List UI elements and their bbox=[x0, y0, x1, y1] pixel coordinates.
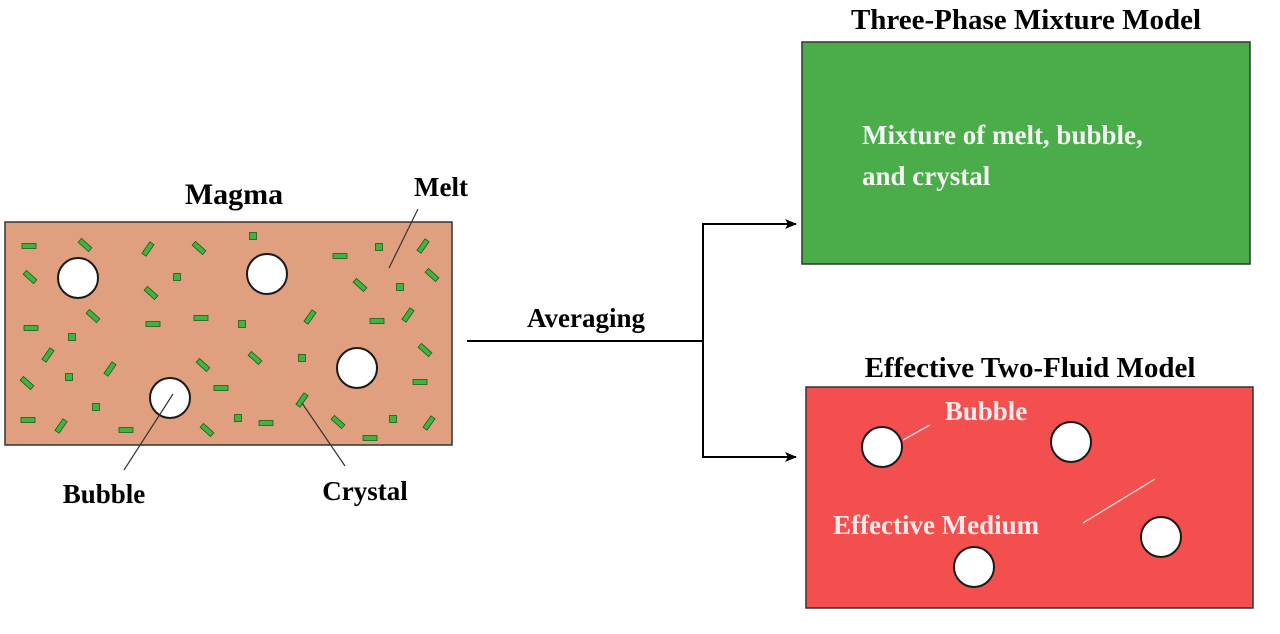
crystal bbox=[191, 240, 207, 256]
two-fluid-title: Effective Two-Fluid Model bbox=[865, 352, 1196, 384]
crystal bbox=[193, 315, 209, 321]
three-phase-box bbox=[801, 41, 1251, 265]
crystal bbox=[195, 357, 211, 373]
bubble bbox=[57, 257, 99, 299]
crystal bbox=[396, 283, 404, 291]
crystal bbox=[352, 277, 368, 293]
two-fluid-bubble-leader bbox=[902, 424, 931, 441]
crystal bbox=[85, 308, 101, 324]
crystal bbox=[141, 241, 155, 257]
crystal bbox=[143, 285, 159, 301]
crystal bbox=[65, 373, 73, 381]
crystal bbox=[213, 385, 229, 391]
crystal bbox=[330, 414, 346, 430]
crystal bbox=[20, 417, 36, 423]
crystals bbox=[19, 232, 440, 441]
bubble bbox=[861, 426, 903, 468]
crystal bbox=[41, 347, 55, 363]
crystal bbox=[389, 415, 397, 423]
crystal bbox=[21, 243, 37, 249]
crystal bbox=[249, 232, 257, 240]
crystal bbox=[422, 415, 436, 431]
crystal bbox=[238, 320, 246, 328]
crystal bbox=[303, 309, 317, 325]
magma-title: Magma bbox=[185, 178, 283, 211]
crystal bbox=[118, 427, 134, 433]
bubble bbox=[1050, 421, 1092, 463]
effective-medium-label: Effective Medium bbox=[833, 510, 1040, 540]
crystal bbox=[401, 307, 415, 323]
crystal bbox=[77, 237, 93, 253]
three-phase-line2: and crystal bbox=[862, 161, 991, 191]
bubble bbox=[246, 253, 288, 295]
melt-leader-line bbox=[388, 208, 419, 269]
crystal-label: Crystal bbox=[322, 476, 408, 506]
crystal bbox=[369, 318, 385, 324]
three-phase-title: Three-Phase Mixture Model bbox=[851, 4, 1201, 36]
crystal bbox=[412, 379, 428, 385]
crystal bbox=[19, 375, 35, 391]
crystal bbox=[234, 414, 242, 422]
crystal bbox=[295, 392, 309, 408]
three-phase-line1: Mixture of melt, bubble, bbox=[862, 120, 1143, 150]
crystal bbox=[298, 354, 306, 362]
averaging-label: Averaging bbox=[527, 303, 645, 333]
crystal-leader-line bbox=[301, 402, 346, 467]
crystal bbox=[54, 418, 68, 434]
crystal bbox=[103, 361, 117, 377]
crystal bbox=[258, 420, 274, 426]
crystal bbox=[199, 422, 215, 438]
crystal bbox=[424, 267, 440, 283]
crystal bbox=[22, 269, 38, 285]
crystal bbox=[68, 333, 76, 341]
crystal bbox=[362, 435, 378, 441]
crystal bbox=[145, 321, 161, 327]
crystal bbox=[23, 325, 39, 331]
crystal bbox=[332, 253, 348, 259]
crystal bbox=[416, 238, 430, 254]
bubble bbox=[953, 546, 995, 588]
bubble-label: Bubble bbox=[63, 479, 146, 509]
crystal bbox=[375, 243, 383, 251]
bubble bbox=[1140, 516, 1182, 558]
two-fluid-bubble-label: Bubble bbox=[945, 396, 1028, 426]
two-fluid-box bbox=[805, 386, 1254, 609]
two-fluid-bubbles bbox=[861, 421, 1182, 588]
crystal bbox=[173, 273, 181, 281]
crystal bbox=[417, 342, 433, 358]
effective-medium-leader bbox=[1082, 478, 1156, 524]
crystal bbox=[92, 403, 100, 411]
bubble-leader-line bbox=[123, 393, 174, 471]
averaging-arrows bbox=[467, 219, 797, 462]
melt-label: Melt bbox=[414, 172, 468, 202]
bubble bbox=[336, 347, 378, 389]
crystal bbox=[247, 350, 263, 366]
